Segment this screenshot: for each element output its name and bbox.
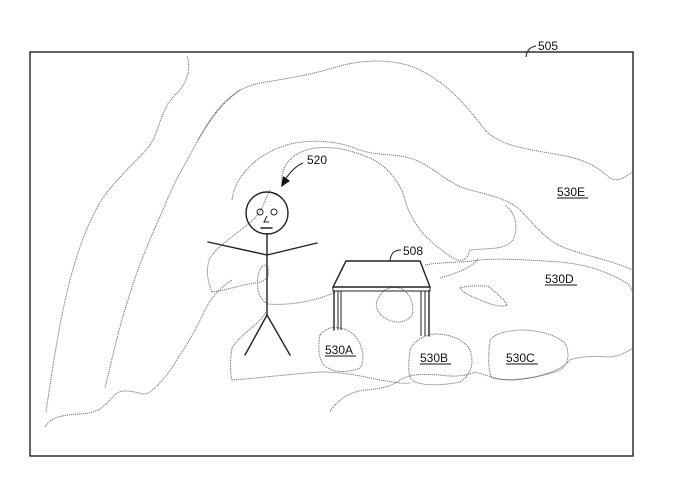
- contour-line: [281, 147, 517, 261]
- contour-line: [104, 89, 241, 389]
- zone-label-530d: 530D: [545, 272, 574, 286]
- contour-line: [375, 286, 414, 323]
- zone-label-530a: 530A: [325, 343, 353, 357]
- person-nose: [263, 215, 269, 223]
- person-leg-right: [266, 314, 291, 356]
- contour-line: [197, 60, 634, 181]
- zone-530b-boundary: [408, 333, 473, 386]
- contour-line: [439, 257, 479, 279]
- table-top: [331, 260, 432, 288]
- person-figure: [207, 191, 318, 356]
- contour-line: [206, 189, 271, 293]
- contour-line: [459, 285, 508, 307]
- leader-508: [389, 249, 402, 262]
- contour-line: [211, 264, 336, 305]
- zone-label-530c: 530C: [506, 351, 535, 365]
- label-505: 505: [538, 39, 558, 53]
- person-arm-left: [207, 241, 268, 256]
- contour-line: [44, 279, 233, 428]
- table-apron: [332, 286, 431, 292]
- arrowhead-icon: [281, 176, 290, 187]
- zone-label-530e: 530E: [557, 185, 585, 199]
- person-eye-left: [256, 208, 264, 216]
- contour-line: [45, 55, 190, 413]
- leader-505: [525, 45, 537, 58]
- zone-530a-boundary: [318, 327, 364, 372]
- person-arm-right: [266, 242, 318, 256]
- contour-line: [230, 311, 411, 384]
- zone-label-530b: 530B: [420, 351, 448, 365]
- contour-line: [424, 258, 634, 296]
- contour-line: [231, 140, 634, 271]
- person-leg-left: [244, 314, 268, 356]
- zone-530c-boundary: [488, 329, 569, 381]
- table-object: [331, 260, 432, 337]
- label-520: 520: [307, 153, 327, 167]
- environment-frame: [29, 51, 634, 457]
- label-508: 508: [403, 244, 423, 258]
- person-eye-right: [270, 208, 278, 216]
- leader-520: [284, 162, 304, 181]
